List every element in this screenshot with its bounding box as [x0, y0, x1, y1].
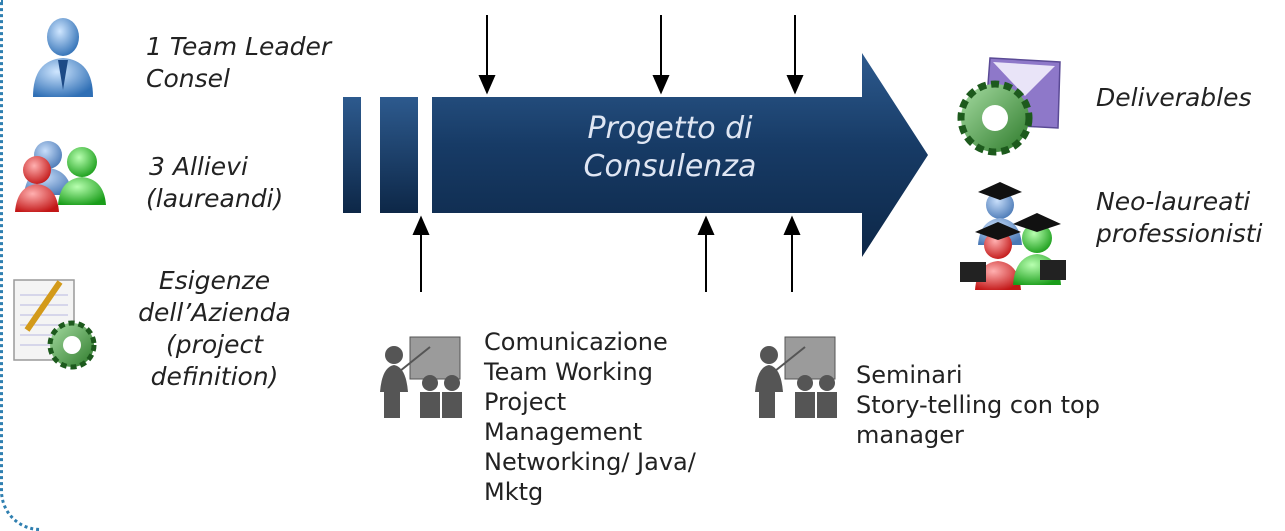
company-needs-label: Esigenze dell’Azienda (project definitio… [138, 266, 291, 391]
process-title-line-1: Progetto di [587, 111, 753, 146]
process-title-line-2: Consulenza [583, 149, 757, 184]
top-input-arrows [478, 15, 804, 95]
courses-trainer-icon [380, 336, 462, 418]
process-start-bar-2 [380, 97, 418, 213]
deliverables-icon [957, 57, 1061, 156]
company-needs-icon [13, 279, 97, 370]
seminars-list: Seminari Story-telling con top manager [856, 361, 1100, 449]
team-leader-icon [33, 18, 93, 97]
students-icon [15, 141, 106, 212]
seminars-trainer-icon [755, 336, 837, 418]
students-label: 3 Allievi (laureandi) [146, 152, 284, 213]
courses-list: Comunicazione Team Working Project Manag… [484, 328, 696, 506]
process-title: Progetto di Consulenza [540, 110, 800, 186]
bottom-input-arrows [412, 215, 801, 292]
graduates-icon [960, 182, 1066, 290]
process-start-bar-1 [343, 97, 361, 213]
graduates-label: Neo-laureati professionisti [1096, 187, 1263, 248]
team-leader-label: 1 Team Leader Consel [146, 32, 332, 93]
process-arrow [432, 53, 928, 257]
deliverables-label: Deliverables [1096, 83, 1252, 112]
